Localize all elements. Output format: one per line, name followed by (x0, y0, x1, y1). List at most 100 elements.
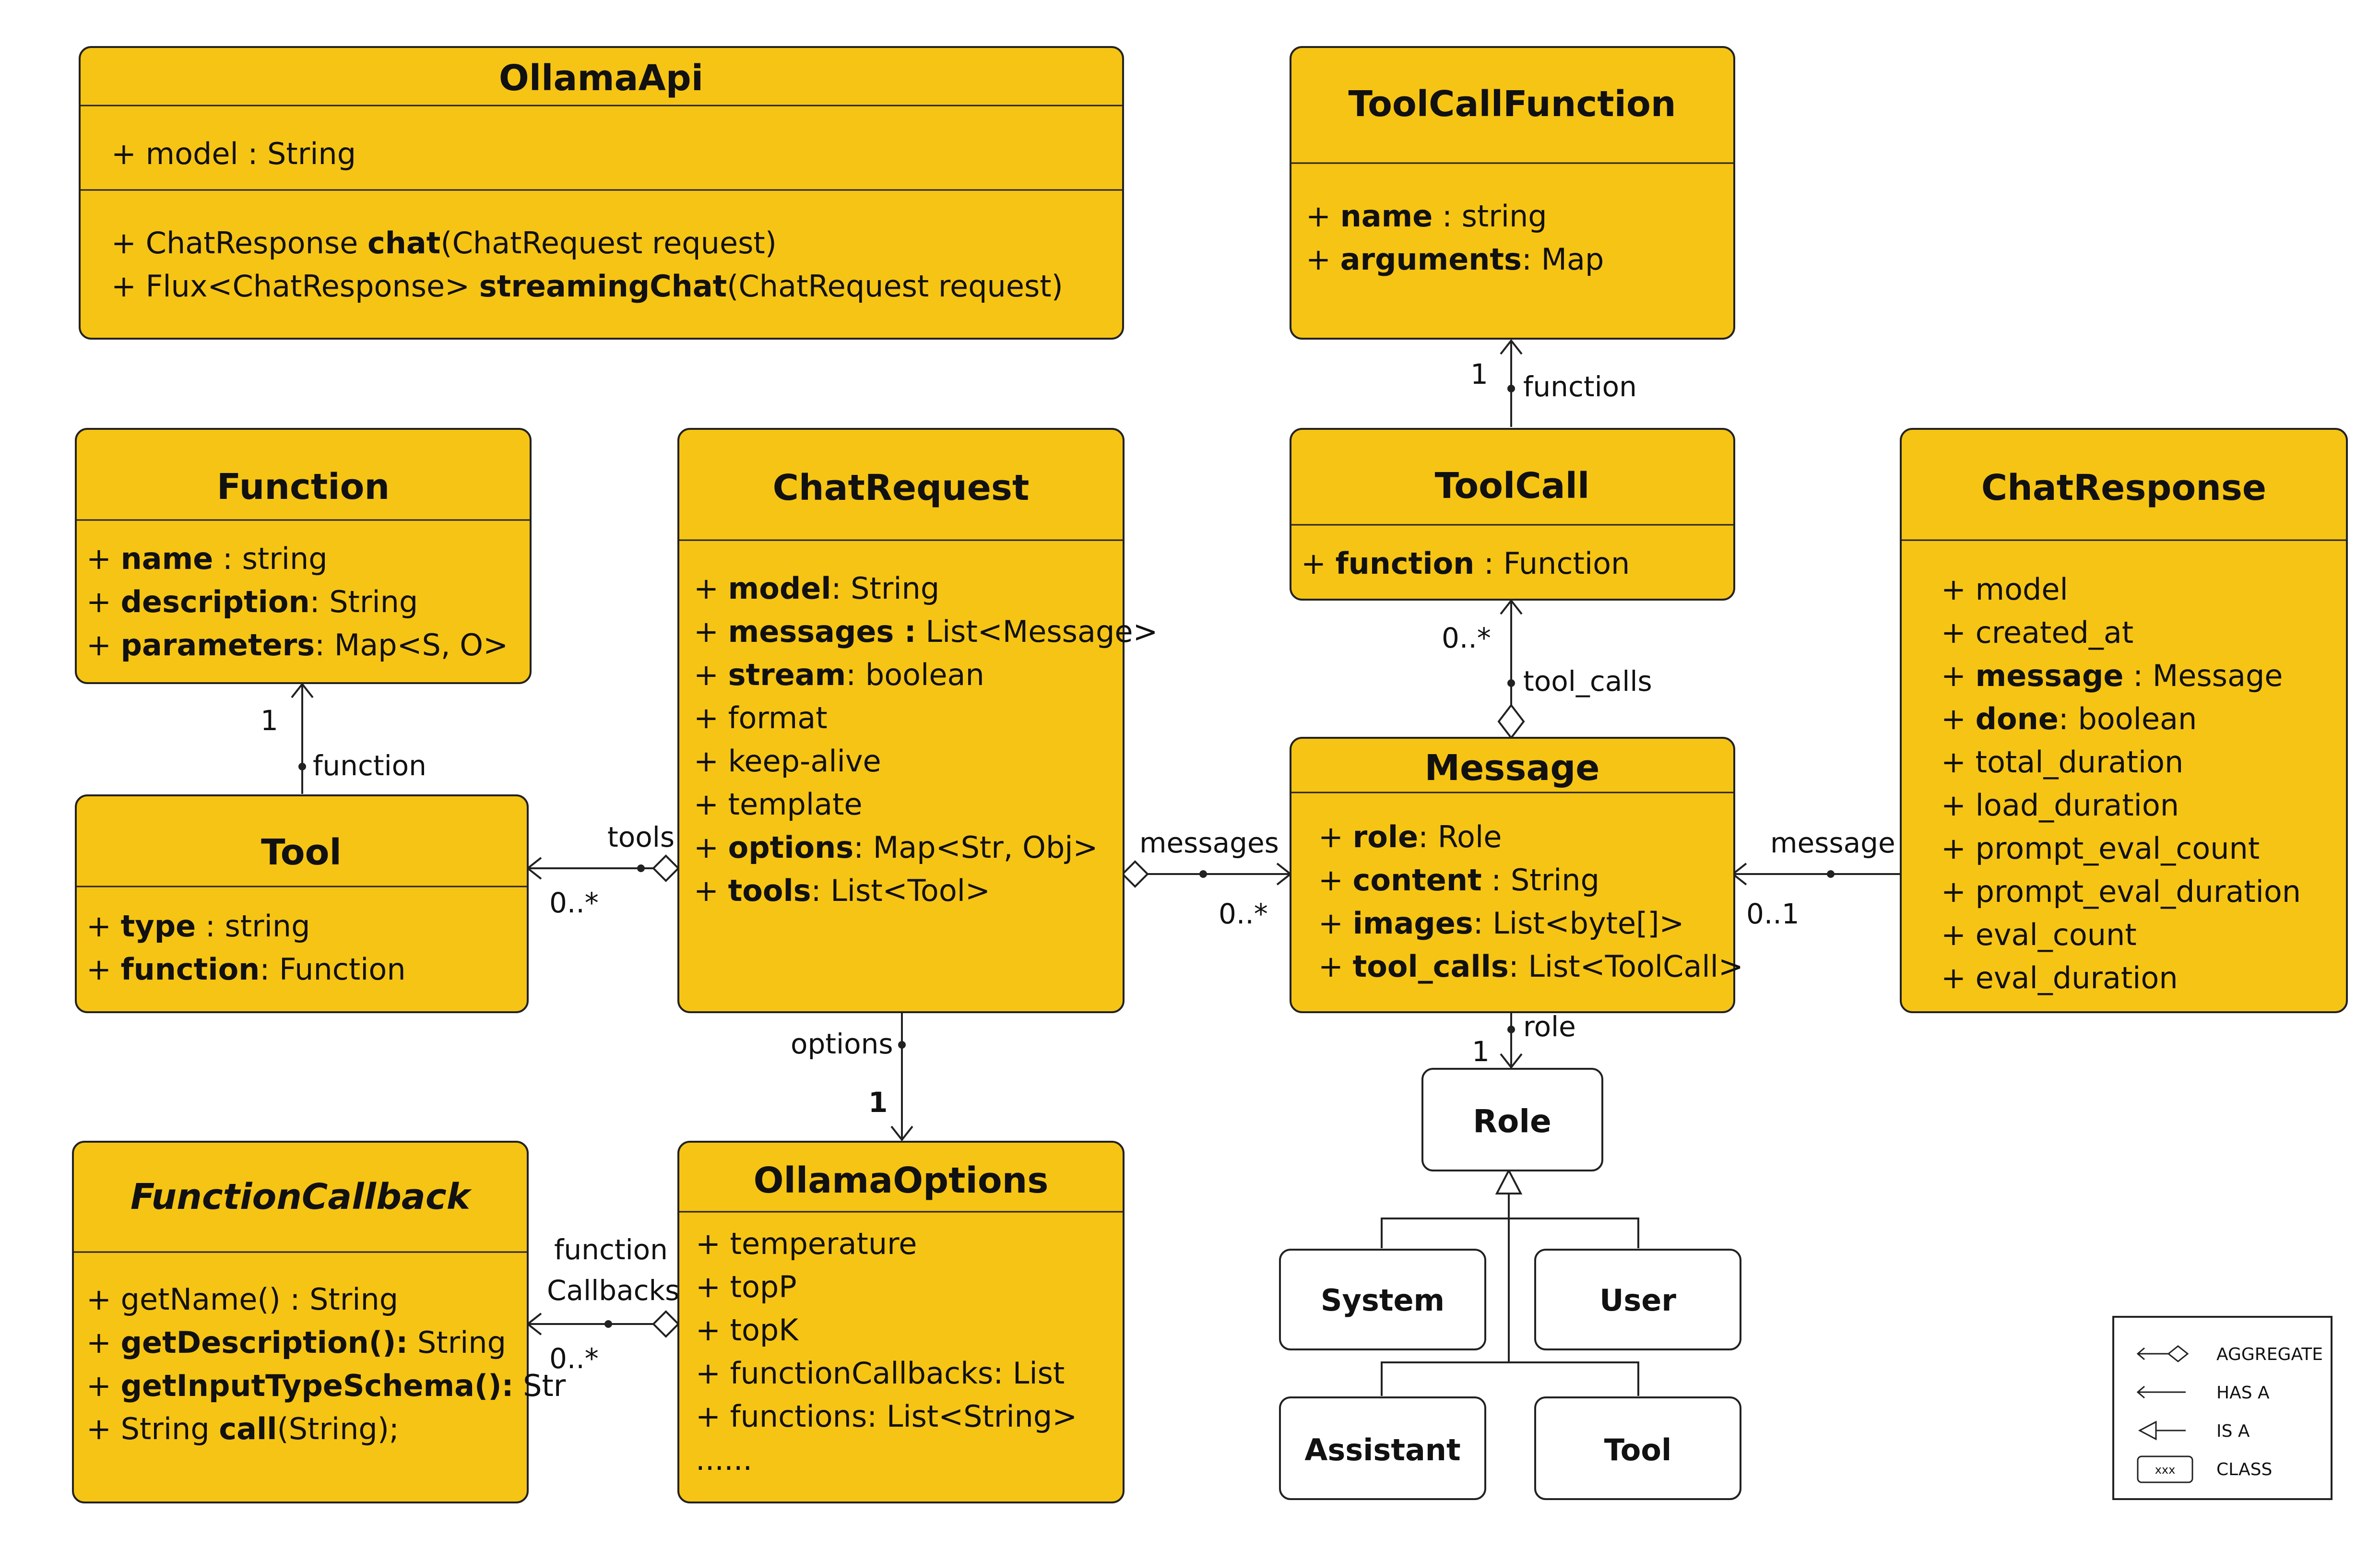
member-name: model (1976, 572, 2068, 607)
relation-label: message (1770, 827, 1895, 859)
edge-message-toolcall: 0..* tool_calls (1442, 599, 1652, 740)
member-suffix: : String (310, 584, 418, 619)
member-prefix: + (1306, 199, 1340, 234)
member-line: + functions: List<String> (696, 1399, 1077, 1434)
class-title: ToolCall (1435, 465, 1590, 507)
member-name: getDescription(): (121, 1325, 408, 1360)
member-prefix: + (1941, 701, 1976, 736)
class-ollamaoptions: OllamaOptions + temperature+ topP+ topK+… (677, 1141, 1125, 1503)
legend-has-a: HAS A (2136, 1383, 2270, 1403)
class-toolcall: ToolCall + function : Function (1290, 428, 1735, 601)
relation-label: function (1523, 370, 1637, 403)
member-name: temperature (730, 1226, 917, 1261)
member-name: functions: List<String> (730, 1399, 1077, 1434)
class-title: Function (217, 466, 390, 508)
member-suffix: : Map<S, O> (315, 627, 508, 662)
svg-text:HAS A: HAS A (2216, 1383, 2270, 1403)
member-line: + tool_calls: List<ToolCall> (1318, 949, 1743, 984)
member-line: + Flux<ChatResponse> streamingChat(ChatR… (111, 269, 1063, 304)
member-line: + functionCallbacks: List (696, 1356, 1065, 1391)
member-line: + function: Function (86, 952, 406, 987)
member-prefix: + (1941, 788, 1976, 823)
multiplicity-label: 0..1 (1746, 898, 1800, 930)
member-suffix: : Message (2123, 658, 2283, 693)
attribute-list: + model+ created_at+ message : Message+ … (1941, 572, 2301, 995)
class-ollamaapi: OllamaApi + model : String + ChatRespons… (79, 46, 1124, 340)
member-name: template (728, 787, 863, 822)
member-suffix: : string (1433, 199, 1547, 234)
relation-label: messages (1139, 827, 1279, 859)
class-role-system: System (1279, 1249, 1486, 1350)
class-role-assistant: Assistant (1279, 1396, 1486, 1500)
member-line: + tools: List<Tool> (694, 873, 990, 908)
svg-text:AGGREGATE: AGGREGATE (2216, 1345, 2323, 1364)
multiplicity-label: 1 (1470, 358, 1488, 390)
member-line: + stream: boolean (694, 657, 984, 692)
member-prefix: + (1941, 572, 1976, 607)
member-name: images (1353, 906, 1473, 941)
member-line: + content : String (1318, 863, 1599, 898)
class-tool: Tool + type : string+ function: Function (75, 794, 529, 1013)
member-line: + getDescription(): String (86, 1325, 506, 1360)
member-prefix: + (1318, 906, 1353, 941)
member-name: description (121, 584, 310, 619)
member-line: + model : String (111, 136, 356, 171)
class-title: ToolCallFunction (1348, 83, 1676, 125)
member-prefix: + (696, 1399, 730, 1434)
relation-label: role (1523, 1010, 1576, 1043)
member-prefix: + (1941, 917, 1976, 952)
member-name: options (728, 830, 854, 865)
member-suffix: : String (831, 571, 940, 606)
legend: AGGREGATE HAS A IS A xxx CLASS (2112, 1316, 2333, 1500)
member-prefix: + (696, 1226, 730, 1261)
member-prefix: + (694, 614, 728, 649)
member-suffix: : Function (260, 952, 405, 987)
attribute-list: + name : string+ arguments: Map (1306, 199, 1604, 277)
member-name: model (728, 571, 831, 606)
member-prefix: + (1301, 546, 1336, 581)
member-line: + arguments: Map (1306, 242, 1604, 277)
member-prefix: + ChatResponse (111, 225, 367, 260)
multiplicity-label: 1 (1472, 1035, 1490, 1068)
member-prefix: + (86, 909, 121, 944)
edge-chatrequest-tool: tools 0..* (526, 821, 680, 919)
member-name: parameters (121, 627, 315, 662)
member-name: tools (728, 873, 811, 908)
member-line: + model: String (694, 571, 939, 606)
attribute-list: + type : string+ function: Function (86, 909, 406, 987)
attribute-list: + role: Role+ content : String+ images: … (1318, 819, 1743, 984)
member-prefix: + (86, 1325, 121, 1360)
member-suffix: (ChatRequest request) (440, 225, 777, 260)
member-prefix: + (694, 657, 728, 692)
multiplicity-label: 0..* (549, 1342, 599, 1375)
member-name: ...... (696, 1442, 752, 1477)
relation-label: function (313, 749, 426, 782)
member-name: topK (730, 1313, 799, 1348)
member-name: call (219, 1411, 277, 1446)
member-line: + ChatResponse chat(ChatRequest request) (111, 225, 777, 260)
relation-label: tool_calls (1523, 665, 1652, 698)
member-prefix: + (86, 952, 121, 987)
svg-text:xxx: xxx (2155, 1463, 2176, 1477)
member-name: stream (728, 657, 846, 692)
member-name: topP (730, 1269, 797, 1304)
edge-toolcall-toolcallfunction: 1 function (1470, 339, 1637, 427)
member-name: keep-alive (728, 744, 881, 779)
member-prefix: + (1306, 242, 1340, 277)
member-suffix: String (408, 1325, 506, 1360)
member-line: + function : Function (1301, 546, 1630, 581)
member-suffix: : Function (1474, 546, 1630, 581)
member-prefix: + String (86, 1411, 219, 1446)
member-prefix: + (1941, 745, 1976, 780)
member-suffix: List<Message> (916, 614, 1158, 649)
class-title: ChatRequest (773, 467, 1030, 508)
member-line: + messages : List<Message> (694, 614, 1158, 649)
member-suffix: : boolean (2059, 701, 2197, 736)
member-line: + template (694, 787, 863, 822)
member-name: content (1353, 863, 1482, 898)
relation-label: Callbacks (547, 1274, 679, 1307)
member-name: prompt_eval_count (1976, 831, 2260, 866)
member-line: + options: Map<Str, Obj> (694, 830, 1098, 865)
class-chatresponse: ChatResponse + model+ created_at+ messag… (1900, 428, 2348, 1013)
